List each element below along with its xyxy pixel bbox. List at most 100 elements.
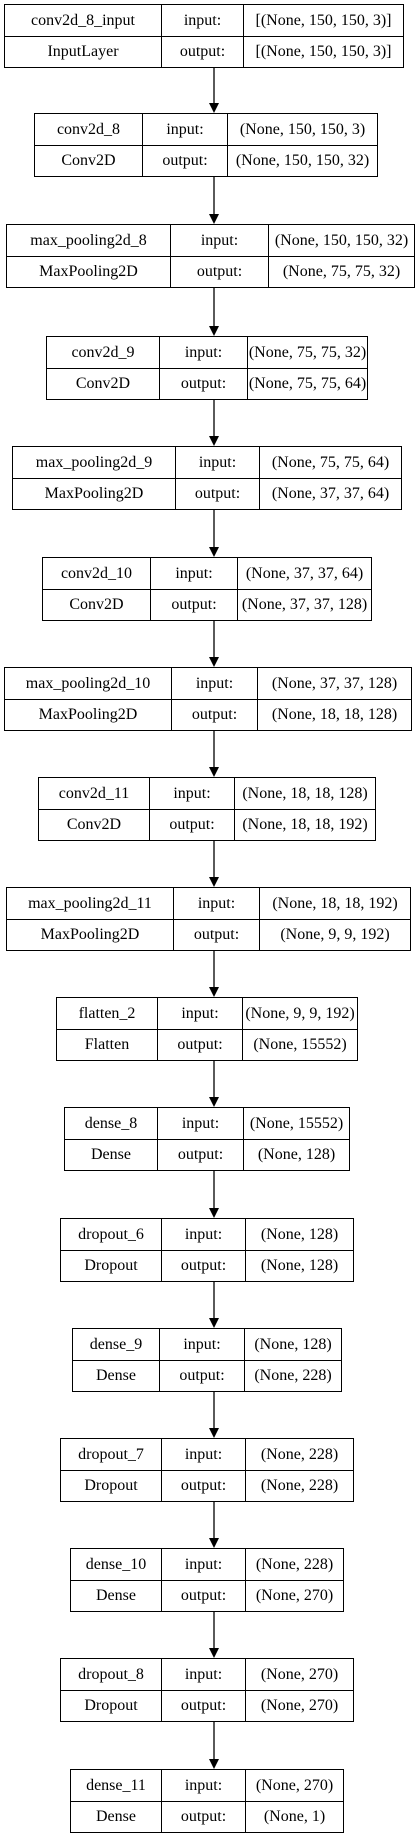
- output-shape: (None, 18, 18, 128): [257, 700, 411, 730]
- input-shape: [(None, 150, 150, 3)]: [243, 5, 403, 36]
- layer-name: dense_8: [84, 1114, 138, 1132]
- layer-type: Dense: [91, 1146, 131, 1163]
- input-shape: (None, 150, 150, 3): [227, 114, 377, 145]
- input-label: input:: [159, 337, 247, 368]
- input-label: input:: [173, 888, 259, 919]
- layer-name: max_pooling2d_8: [30, 231, 147, 249]
- output-shape: (None, 150, 150, 32): [227, 146, 377, 176]
- input-label: input:: [171, 668, 257, 699]
- output-label: output:: [170, 257, 268, 287]
- input-shape: (None, 18, 18, 128): [234, 778, 375, 809]
- arrowhead-icon: [209, 987, 219, 997]
- input-label: input:: [161, 1770, 245, 1801]
- layer-type: MaxPooling2D: [44, 485, 144, 502]
- input-label: input:: [159, 1329, 244, 1360]
- layer-name: dropout_7: [78, 1445, 144, 1463]
- input-label: input:: [142, 114, 227, 145]
- output-shape: (None, 18, 18, 192): [234, 810, 375, 840]
- arrowhead-icon: [209, 1538, 219, 1548]
- output-shape: (None, 228): [245, 1471, 353, 1501]
- output-shape: (None, 75, 75, 64): [247, 369, 367, 399]
- input-label: input:: [170, 225, 268, 256]
- arrowhead-icon: [209, 1097, 219, 1107]
- output-label: output:: [175, 479, 259, 509]
- arrowhead-icon: [209, 214, 219, 224]
- arrowhead-icon: [209, 657, 219, 667]
- layer-name: conv2d_8: [56, 120, 121, 138]
- arrowhead-icon: [209, 1318, 219, 1328]
- layer-name: conv2d_8_input: [31, 11, 135, 29]
- input-shape: (None, 37, 37, 64): [237, 558, 371, 589]
- arrowhead-icon: [209, 877, 219, 887]
- layer-name: conv2d_9: [71, 343, 135, 361]
- input-label: input:: [150, 558, 237, 589]
- input-shape: (None, 75, 75, 32): [247, 337, 367, 368]
- layer-node: dropout_7 input:(None, 228) Dropout output:…: [60, 1438, 354, 1502]
- output-label: output:: [161, 1471, 245, 1501]
- input-shape: (None, 9, 9, 192): [242, 998, 357, 1029]
- output-label: output:: [171, 700, 257, 730]
- input-label: input:: [161, 1219, 245, 1250]
- arrowhead-icon: [209, 1648, 219, 1658]
- output-label: output:: [161, 1802, 245, 1832]
- layer-name: flatten_2: [78, 1004, 136, 1022]
- input-shape: (None, 270): [245, 1770, 343, 1801]
- layer-type: Dropout: [84, 1477, 138, 1494]
- output-label: output:: [161, 1251, 245, 1281]
- output-label: output:: [159, 369, 247, 399]
- layer-type: Dropout: [84, 1257, 138, 1274]
- input-label: input:: [149, 778, 234, 809]
- output-shape: (None, 1): [245, 1802, 343, 1832]
- layer-output-row: MaxPooling2D output:(None, 18, 18, 128): [5, 699, 411, 730]
- arrowhead-icon: [209, 767, 219, 777]
- layer-type: Dense: [96, 1587, 136, 1604]
- layer-type: Conv2D: [61, 152, 116, 169]
- layer-type: MaxPooling2D: [39, 263, 138, 280]
- output-label: output:: [157, 1030, 242, 1060]
- input-shape: (None, 270): [245, 1659, 353, 1690]
- layer-name: dense_9: [89, 1335, 143, 1353]
- layer-type: Conv2D: [69, 596, 124, 613]
- output-shape: (None, 15552): [242, 1030, 357, 1060]
- input-shape: (None, 37, 37, 128): [257, 668, 411, 699]
- arrowhead-icon: [209, 436, 219, 446]
- output-label: output:: [161, 1691, 245, 1721]
- input-label: input:: [161, 1439, 245, 1470]
- layer-output-row: Dropout output:(None, 228): [61, 1470, 353, 1501]
- layer-type: MaxPooling2D: [38, 706, 138, 723]
- output-label: output:: [173, 920, 259, 950]
- input-shape: (None, 15552): [243, 1108, 349, 1139]
- layer-name: dropout_8: [78, 1665, 144, 1683]
- arrowhead-icon: [209, 326, 219, 336]
- input-label: input:: [157, 998, 242, 1029]
- input-label: input:: [175, 447, 259, 478]
- output-label: output:: [157, 1140, 243, 1170]
